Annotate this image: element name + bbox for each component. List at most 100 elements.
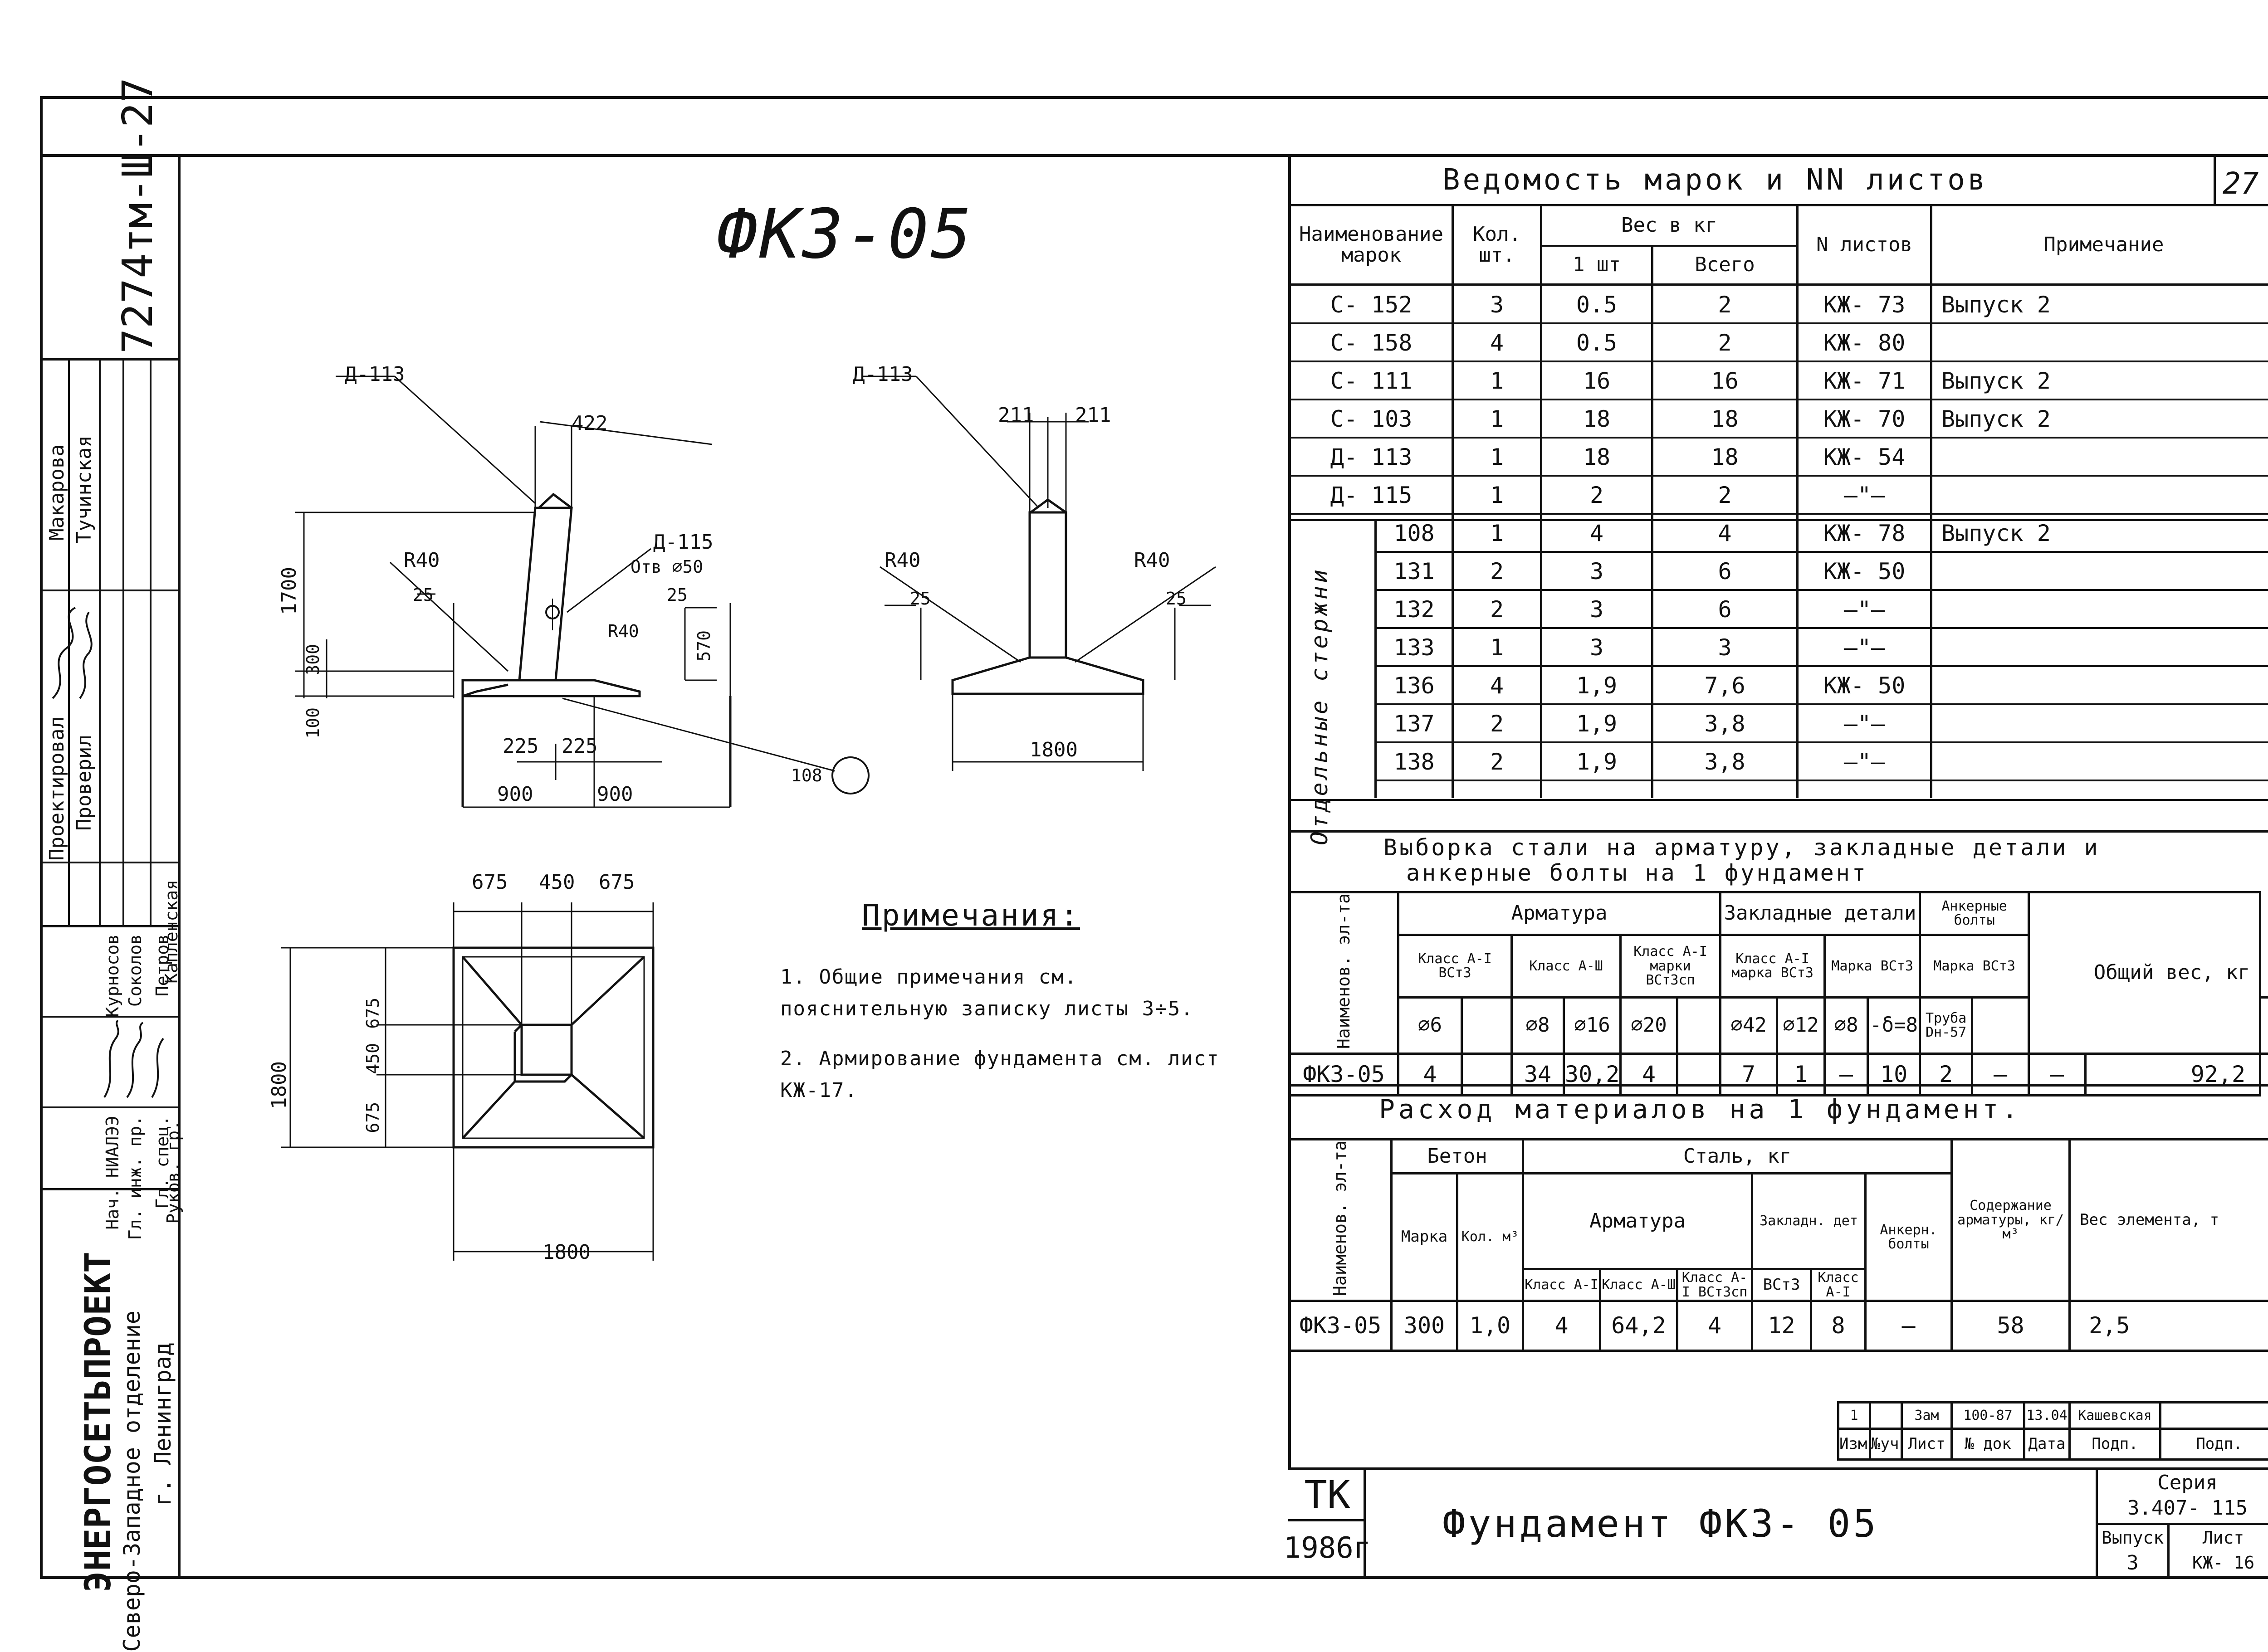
revision-value: 100-87 — [1952, 1403, 2024, 1429]
marks-cell-qty: 1 — [1454, 400, 1540, 438]
marks-cell-sheet: —"— — [1799, 590, 1930, 629]
steel-h-c4: Класс А-I марка ВСт3 — [1721, 935, 1825, 997]
marks-cell-sheet: КЖ- 80 — [1799, 324, 1930, 362]
marks-cell-wt: 7,6 — [1653, 667, 1796, 705]
marks-cell-w1: 18 — [1542, 438, 1651, 476]
marks-cell-wt: 2 — [1653, 324, 1796, 362]
mat-h-vst: ВСт3 — [1752, 1269, 1811, 1301]
frame-left-line — [40, 96, 43, 1579]
steel-diameter-cell: ⌀8 — [1825, 997, 1868, 1053]
revision-value — [1870, 1403, 1902, 1429]
title-block-tk: ТК — [1291, 1470, 1364, 1519]
plan-view-drawing — [263, 871, 671, 1279]
plan-dim-675-top: 675 — [363, 998, 383, 1029]
front-dim-900-left: 900 — [497, 783, 533, 806]
plan-dim-450: 450 — [539, 871, 575, 894]
marks-cell-qty: 1 — [1454, 476, 1540, 514]
marks-cell-note — [1941, 743, 2268, 781]
revision-label: Изм. — [1838, 1429, 1870, 1460]
marks-cell-sheet: —"— — [1799, 476, 1930, 514]
marks-cell-name: 131 — [1377, 552, 1452, 590]
front-dim-hole: Отв ⌀50 — [631, 557, 703, 577]
plan-pedestal — [522, 1025, 572, 1075]
steel-diameter-cell: ⌀8 — [1512, 997, 1564, 1053]
mat-row-content: 58 — [1952, 1301, 2070, 1351]
note-2: 2. Армирование фундамента см. лист КЖ-17… — [780, 1043, 1256, 1107]
marks-h-note: Примечание — [1932, 206, 2268, 283]
marks-cell-wt: 18 — [1653, 400, 1796, 438]
steel-h-emb: Закладные детали — [1721, 892, 1920, 935]
marks-cell-qty: 3 — [1454, 286, 1540, 324]
revision-value: Зам — [1902, 1403, 1952, 1429]
steel-row-value: 10 — [1868, 1054, 1920, 1096]
marks-h-name: Наименование марок — [1291, 206, 1452, 283]
mat-h-emb: Закладн. дет — [1752, 1174, 1866, 1269]
marks-v5 — [1930, 204, 1932, 798]
steel-diameter-cell: ⌀12 — [1777, 997, 1825, 1053]
designed-by-label: Проектировал — [45, 716, 68, 861]
title-block-sheet-label: Лист — [2170, 1525, 2268, 1551]
steel-row-value: — — [2029, 1054, 2086, 1096]
marks-h-sheets: N листов — [1799, 206, 1930, 283]
marks-cell-name: Д- 113 — [1291, 438, 1452, 476]
mat-row-weight: 2,5 — [2070, 1301, 2268, 1351]
marks-cell-note — [1941, 552, 2268, 590]
steel-h-c6: Марка ВСт3 — [1920, 935, 2029, 997]
front-dim-900-right: 900 — [597, 783, 633, 806]
marks-cell-sheet: КЖ- 78 — [1799, 514, 1930, 552]
steel-diameter-cell — [2260, 997, 2268, 1053]
marks-cell-note — [1941, 324, 2268, 362]
title-block-issue: 3 — [2098, 1550, 2167, 1576]
stamp-strip-divider — [178, 154, 181, 1579]
marks-cell-name: С- 152 — [1291, 286, 1452, 324]
mat-h-name: Наименов. эл-та — [1290, 1140, 1392, 1301]
marks-cell-qty: 2 — [1454, 743, 1540, 781]
strip-row-1 — [43, 590, 179, 591]
revision-label: Лист — [1902, 1429, 1952, 1460]
side-dim-25-left: 25 — [910, 589, 931, 609]
role-label-1: Нач. НИАЛЭЭ — [103, 1116, 122, 1230]
marks-cell-w1: 1,9 — [1542, 667, 1651, 705]
role-label-2: Гл. инж. пр. — [125, 1116, 145, 1240]
marks-cell-qty: 1 — [1454, 629, 1540, 667]
marks-cell-w1: 18 — [1542, 400, 1651, 438]
marks-cell-note: Выпуск 2 — [1941, 400, 2268, 438]
marks-cell-wt: 2 — [1653, 286, 1796, 324]
marks-group-label: Отдельные стержни — [1306, 567, 1333, 845]
mat-h-a1: Класс А-I — [1523, 1269, 1600, 1301]
steel-diameter-cell: ⌀20 — [1621, 997, 1677, 1053]
revision-value: 1 — [1838, 1403, 1870, 1429]
title-block-sheet: КЖ- 16 — [2170, 1550, 2268, 1576]
front-dim-d113: Д-113 — [345, 363, 405, 386]
revision-label: № док — [1952, 1429, 2024, 1460]
front-dim-422: 422 — [572, 412, 607, 435]
marks-cell-w1: 2 — [1542, 476, 1651, 514]
mat-row-anch: — — [1866, 1301, 1952, 1351]
marks-cell-wt: 6 — [1653, 552, 1796, 590]
marks-cell-sheet: —"— — [1799, 743, 1930, 781]
steel-top-line — [1288, 830, 2268, 833]
materials-table: Наименов. эл-та Бетон Сталь, кг Содержан… — [1288, 1138, 2268, 1352]
steel-h-c3: Класс А-I марки ВСт3сп — [1621, 935, 1721, 997]
marks-cell-note — [1941, 667, 2268, 705]
title-block-series: 3.407- 115 — [2098, 1495, 2268, 1522]
steel-diameter-cell: ⌀6 — [1398, 997, 1462, 1053]
mat-row-name: ФКЗ-05 — [1290, 1301, 1392, 1351]
steel-row-value — [1677, 1054, 1721, 1096]
plan-dim-1800-vertical: 1800 — [268, 1061, 291, 1109]
steel-row-value — [1462, 1054, 1512, 1096]
plan-dim-675-bottom: 675 — [363, 1102, 383, 1133]
steel-row-value: — — [1825, 1054, 1868, 1096]
drawing-title: ФКЗ-05 — [717, 195, 973, 274]
plan-dim-675-left: 675 — [472, 871, 508, 894]
marks-cell-wt: 16 — [1653, 362, 1796, 400]
side-dim-25-right: 25 — [1166, 589, 1187, 609]
marks-cell-w1: 3 — [1542, 629, 1651, 667]
marks-cell-name: С- 158 — [1291, 324, 1452, 362]
side-dim-211-left: 211 — [998, 404, 1034, 427]
front-dim-d115: Д-115 — [653, 531, 713, 554]
marks-cell-note — [1941, 438, 2268, 476]
revision-label: Подп. — [2070, 1429, 2160, 1460]
